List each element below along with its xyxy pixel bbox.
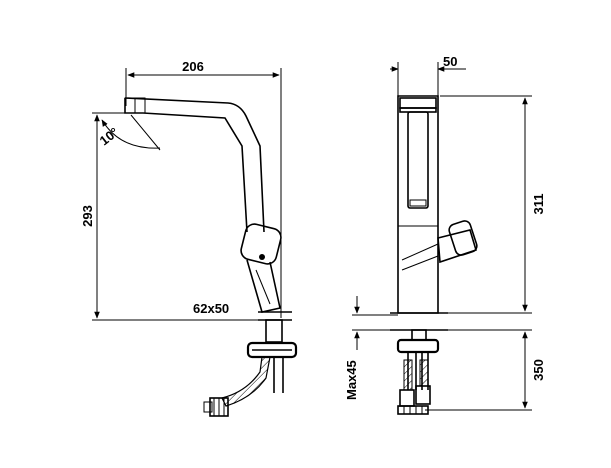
dimension-350: 350 xyxy=(425,329,546,411)
dimension-206: 206 xyxy=(125,59,282,318)
hole-size-label: 62x50 xyxy=(193,301,229,316)
dimension-max45: Max45 xyxy=(344,296,398,400)
front-view: 50 311 350 Max45 xyxy=(344,54,546,415)
side-view: 206 293 10° 62x50 xyxy=(80,59,298,417)
height-label-293: 293 xyxy=(80,205,95,227)
width-label-50: 50 xyxy=(443,54,457,69)
angle-10-indicator: 10° xyxy=(97,114,161,151)
front-hose-connectors xyxy=(397,359,431,415)
width-label-206: 206 xyxy=(182,59,204,74)
side-hose xyxy=(203,356,271,417)
height-label-311: 311 xyxy=(531,194,546,215)
side-mount xyxy=(246,311,298,393)
max-thickness-label: Max45 xyxy=(344,360,359,400)
faucet-body xyxy=(240,223,282,313)
front-faucet-body xyxy=(397,95,478,314)
dimension-50: 50 xyxy=(390,54,466,96)
hose-length-label-350: 350 xyxy=(531,359,546,381)
dimension-293: 293 xyxy=(80,112,262,321)
angle-label: 10° xyxy=(97,124,122,148)
front-mount xyxy=(390,312,448,390)
spout xyxy=(124,97,265,233)
dimension-311: 311 xyxy=(438,95,546,314)
